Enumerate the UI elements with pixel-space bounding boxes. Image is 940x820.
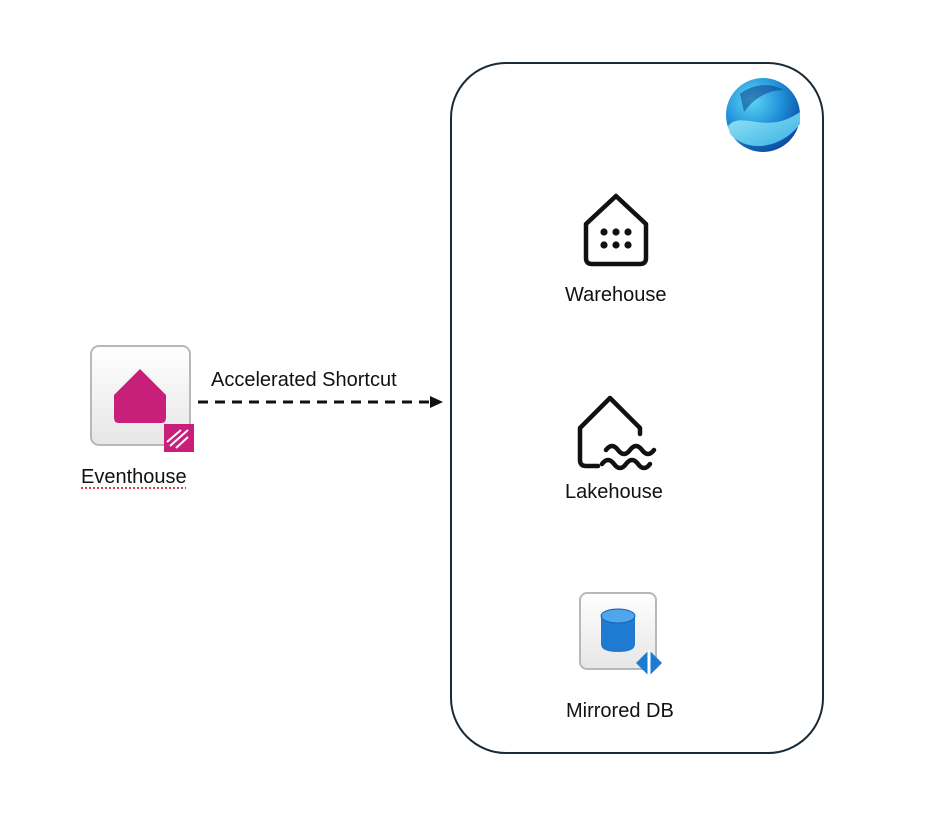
accelerated-shortcut-arrow [196, 393, 446, 411]
warehouse-label: Warehouse [565, 284, 667, 306]
fabric-logo-icon [722, 74, 804, 156]
lakehouse-icon [576, 394, 658, 472]
warehouse-icon [578, 192, 654, 268]
eventhouse-icon [90, 345, 196, 453]
lakehouse-label: Lakehouse [565, 481, 663, 503]
mirrored-db-label: Mirrored DB [566, 700, 674, 722]
eventhouse-label: Eventhouse [81, 466, 187, 488]
fabric-container [450, 62, 824, 754]
mirrored-db-icon [579, 592, 665, 678]
accelerated-shortcut-label: Accelerated Shortcut [211, 369, 397, 391]
